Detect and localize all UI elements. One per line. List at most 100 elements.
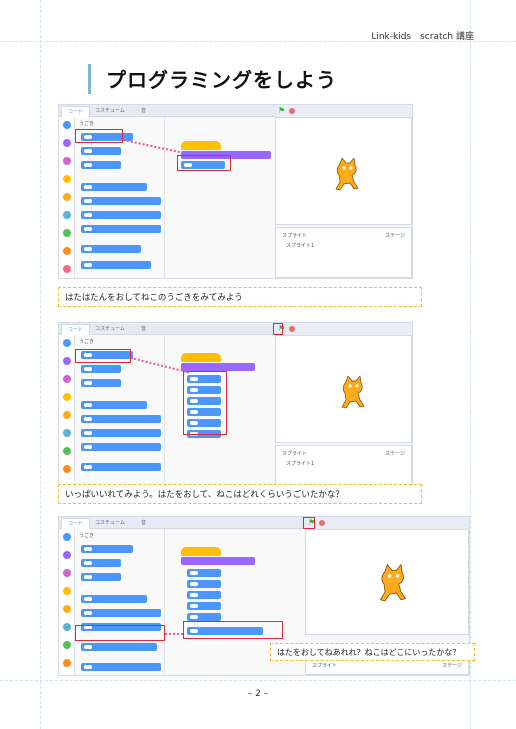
tab-code[interactable]: コード xyxy=(61,324,91,335)
editor-tabs: コード コスチューム 音 xyxy=(59,517,305,529)
palette-glide-random-block[interactable] xyxy=(81,643,157,651)
stage-label: ステージ xyxy=(442,663,462,669)
category-sensing-dot[interactable] xyxy=(63,211,71,219)
category-myblocks-dot[interactable] xyxy=(63,265,71,273)
palette-glide-block[interactable] xyxy=(81,429,161,437)
caption-panel-1: はたはたんをおしてねこのうごきをみてみよう xyxy=(58,287,422,307)
palette-glide-xy-block[interactable] xyxy=(81,443,161,451)
move-block-5[interactable] xyxy=(187,419,221,427)
glide-random-block[interactable] xyxy=(187,627,263,635)
category-looks-dot[interactable] xyxy=(63,139,71,147)
palette-turn-left-block[interactable] xyxy=(81,379,121,387)
move-block-4[interactable] xyxy=(187,602,221,610)
category-variables-dot[interactable] xyxy=(63,465,71,473)
palette-point-block[interactable] xyxy=(81,245,141,253)
flag-clicked-hat-block[interactable] xyxy=(181,353,221,362)
category-control-dot[interactable] xyxy=(63,193,71,201)
control-block[interactable] xyxy=(181,363,255,371)
category-sound-dot[interactable] xyxy=(63,157,71,165)
category-motion-dot[interactable] xyxy=(63,121,71,129)
category-variables-dot[interactable] xyxy=(63,247,71,255)
move-block-1[interactable] xyxy=(187,375,221,383)
stop-icon[interactable] xyxy=(289,326,295,332)
palette-goto-block[interactable] xyxy=(81,401,147,409)
green-flag-icon[interactable]: ⚑ xyxy=(308,518,316,527)
green-flag-icon[interactable]: ⚑ xyxy=(278,106,286,115)
palette-turn-right-block[interactable] xyxy=(81,147,121,155)
palette-move-block[interactable] xyxy=(81,351,133,359)
highlight-palette-move-block xyxy=(75,349,131,363)
sprite-label: スプライト xyxy=(312,663,338,669)
palette-glide-block[interactable] xyxy=(81,623,161,631)
move-block-5[interactable] xyxy=(187,613,221,621)
palette-point-block[interactable] xyxy=(81,463,161,471)
highlight-script-move-block xyxy=(177,155,231,171)
highlight-script-glide-random-block xyxy=(183,621,283,639)
tab-sound[interactable]: 音 xyxy=(141,326,147,332)
editor-tabs: コード コスチューム 音 xyxy=(59,105,275,117)
category-sound-dot[interactable] xyxy=(63,569,71,577)
category-looks-dot[interactable] xyxy=(63,551,71,559)
move-block-4[interactable] xyxy=(187,408,221,416)
category-events-dot[interactable] xyxy=(63,393,71,401)
tab-sound[interactable]: 音 xyxy=(141,108,147,114)
flag-clicked-hat-block[interactable] xyxy=(181,141,221,150)
palette-turn-left-block[interactable] xyxy=(81,161,121,169)
category-sound-dot[interactable] xyxy=(63,375,71,383)
move-block-3[interactable] xyxy=(187,397,221,405)
tab-sound[interactable]: 音 xyxy=(141,520,147,526)
sprite-name[interactable]: スプライト1 xyxy=(286,243,315,249)
green-flag-icon[interactable]: ⚑ xyxy=(278,324,286,333)
palette-glide-xy-block[interactable] xyxy=(81,225,161,233)
tab-costume[interactable]: コスチューム xyxy=(95,326,125,332)
palette-point-towards-block[interactable] xyxy=(81,261,151,269)
control-block[interactable] xyxy=(181,557,255,565)
caption-panel-3: はたをおしてねあれれ？ねこはどこにいったかな？ xyxy=(270,643,475,661)
tab-costume[interactable]: コスチューム xyxy=(95,520,125,526)
category-motion-dot[interactable] xyxy=(63,533,71,541)
move-block-1[interactable] xyxy=(187,569,221,577)
palette-turn-right-block[interactable] xyxy=(81,559,121,567)
category-sensing-dot[interactable] xyxy=(63,623,71,631)
palette-goto-block[interactable] xyxy=(81,183,147,191)
category-events-dot[interactable] xyxy=(63,175,71,183)
stage-canvas xyxy=(275,335,412,443)
category-operators-dot[interactable] xyxy=(63,447,71,455)
palette-move-block[interactable] xyxy=(81,545,133,553)
category-sensing-dot[interactable] xyxy=(63,429,71,437)
page-number: – 2 – xyxy=(247,689,269,699)
move-block-2[interactable] xyxy=(187,580,221,588)
palette-goto-xy-block[interactable] xyxy=(81,415,161,423)
palette-turn-right-block[interactable] xyxy=(81,365,121,373)
scratch-screenshot-2: コード コスチューム 音 うごき ⚑ xyxy=(58,322,413,497)
stop-icon[interactable] xyxy=(289,108,295,114)
palette-goto-block[interactable] xyxy=(81,595,147,603)
category-control-dot[interactable] xyxy=(63,411,71,419)
category-operators-dot[interactable] xyxy=(63,229,71,237)
tab-code[interactable]: コード xyxy=(61,106,91,117)
flag-clicked-hat-block[interactable] xyxy=(181,547,221,556)
move-block-3[interactable] xyxy=(187,591,221,599)
highlight-green-flag xyxy=(273,323,283,335)
move-block-2[interactable] xyxy=(187,386,221,394)
palette-goto-xy-block[interactable] xyxy=(81,197,161,205)
palette-glide-xy-block[interactable] xyxy=(81,663,161,671)
sprite-name[interactable]: スプライト1 xyxy=(286,461,315,467)
category-motion-dot[interactable] xyxy=(63,339,71,347)
category-operators-dot[interactable] xyxy=(63,641,71,649)
category-control-dot[interactable] xyxy=(63,605,71,613)
tab-costume[interactable]: コスチューム xyxy=(95,108,125,114)
move-block[interactable] xyxy=(181,161,225,169)
palette-turn-left-block[interactable] xyxy=(81,573,121,581)
palette-goto-xy-block[interactable] xyxy=(81,609,161,617)
palette-glide-block[interactable] xyxy=(81,211,161,219)
stop-icon[interactable] xyxy=(319,520,325,526)
category-variables-dot[interactable] xyxy=(63,659,71,667)
guide-line-right xyxy=(470,0,471,729)
tab-code[interactable]: コード xyxy=(61,518,91,529)
category-events-dot[interactable] xyxy=(63,587,71,595)
page-title: プログラミングをしよう xyxy=(106,68,337,92)
highlight-green-flag xyxy=(303,517,315,529)
palette-move-block[interactable] xyxy=(81,133,133,141)
category-looks-dot[interactable] xyxy=(63,357,71,365)
